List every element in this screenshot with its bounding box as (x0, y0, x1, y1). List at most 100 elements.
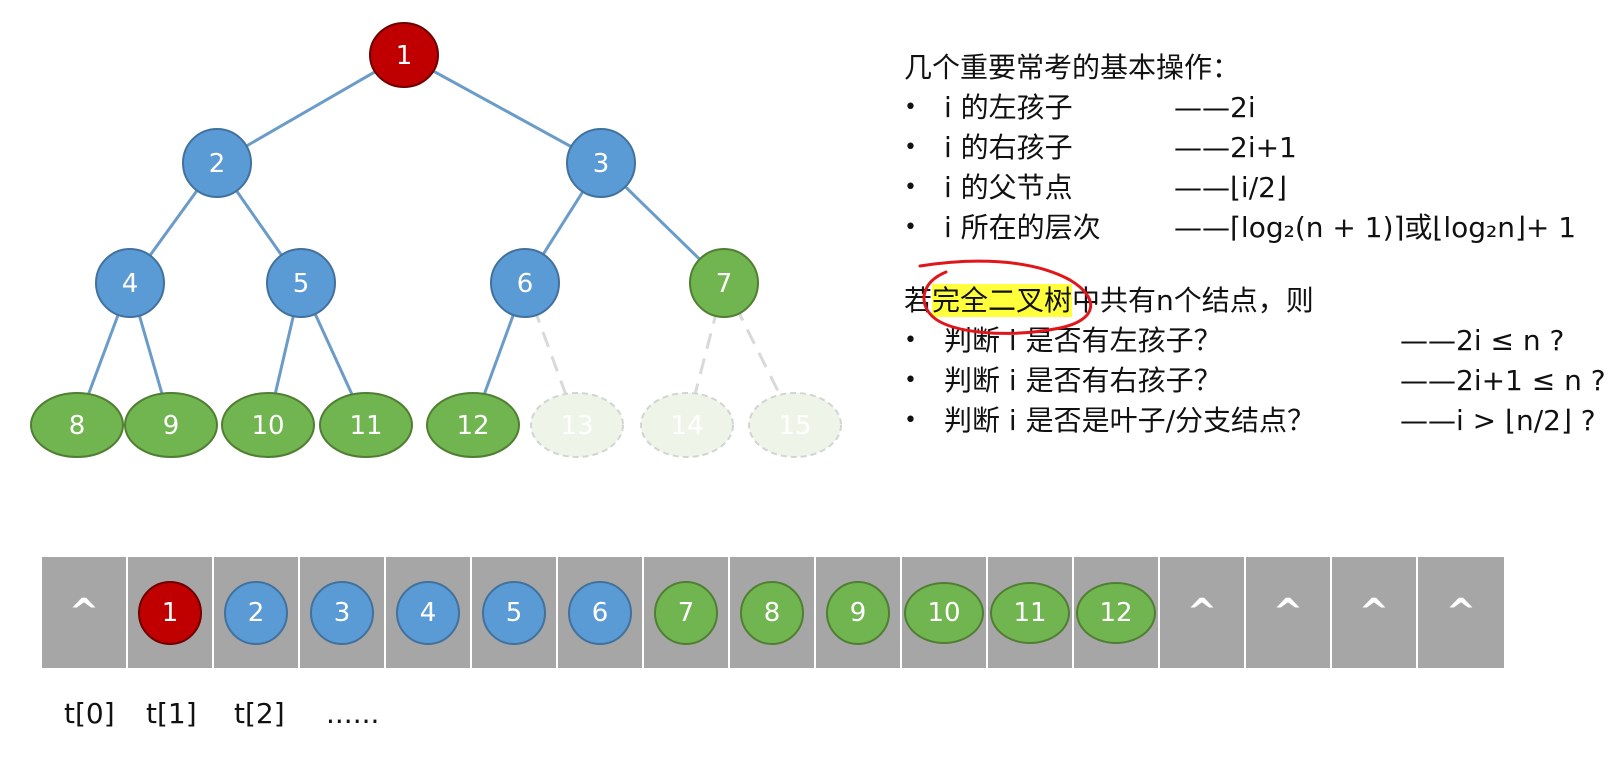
tree-node-label: 12 (456, 411, 489, 441)
tree-node-6: 6 (490, 248, 560, 318)
operation-desc: i 的父节点 (944, 171, 1073, 204)
tree-node-label: 2 (209, 149, 226, 179)
tree-node-3: 3 (566, 128, 636, 198)
bullet-icon: • (904, 215, 917, 240)
array-cell-16: ^ (1418, 557, 1504, 668)
array-cell-1: 1 (128, 557, 214, 668)
tree-node-shape (530, 392, 624, 458)
array-cell-5: 5 (472, 557, 558, 668)
condition-row: • 判断 i 是否是叶子/分支结点？ ——i > ⌊n/2⌋ ? (904, 401, 1619, 441)
circle-stroke (918, 259, 1092, 335)
index-label: ...... (326, 697, 380, 730)
null-marker: ^ (1186, 592, 1218, 633)
tree-node-shape (748, 392, 842, 458)
operation-row: • i 的右孩子 ——2i+1 (904, 128, 1604, 168)
array-node: 1 (138, 580, 202, 645)
bullet-icon: • (904, 368, 917, 393)
condition-formula: ——2i ≤ n ? (1400, 324, 1565, 357)
null-marker: ^ (1272, 592, 1304, 633)
tree-node-8: 8 (30, 392, 124, 458)
tree-node-7: 7 (689, 248, 759, 318)
array-node: 9 (826, 580, 890, 645)
array-index-labels: t[0] t[1] t[2] ...... (0, 697, 600, 737)
tree-node-shape (182, 128, 252, 198)
tree-node-label: 6 (517, 269, 534, 299)
operation-formula: ——⌈log₂(n + 1)⌉或⌊log₂n⌋+ 1 (1174, 211, 1577, 244)
tree-node-15: 15 (748, 392, 842, 458)
bullet-icon: • (904, 328, 917, 353)
tree-node-shape (490, 248, 560, 318)
array-cell-14: ^ (1246, 557, 1332, 668)
heading-suffix: 中共有n个结点，则 (1072, 284, 1314, 317)
tree-node-13: 13 (530, 392, 624, 458)
tree-node-4: 4 (95, 248, 165, 318)
tree-node-label: 11 (349, 411, 382, 441)
array-cell-0: ^ (42, 557, 128, 668)
operation-formula: ——2i (1174, 91, 1256, 124)
operation-desc: i 所在的层次 (944, 211, 1101, 244)
condition-formula: ——i > ⌊n/2⌋ ? (1400, 404, 1596, 437)
tree-node-shape (95, 248, 165, 318)
array-node: 3 (310, 580, 374, 645)
bullet-icon: • (904, 175, 917, 200)
condition-formula: ——2i+1 ≤ n ? (1400, 364, 1606, 397)
array-cell-8: 8 (730, 557, 816, 668)
conditions-heading: 若完全二叉树中共有n个结点，则 (904, 281, 1619, 321)
tree-node-10: 10 (221, 392, 315, 458)
array-cell-11: 11 (988, 557, 1074, 668)
array-cell-4: 4 (386, 557, 472, 668)
tree-node-label: 1 (396, 41, 413, 71)
condition-desc: 判断 i 是否有左孩子？ (944, 324, 1222, 357)
tree-node-12: 12 (426, 392, 520, 458)
index-label: t[1] (146, 697, 197, 730)
tree-node-shape (319, 392, 413, 458)
index-label: t[0] (64, 697, 115, 730)
tree-node-label: 7 (716, 269, 733, 299)
tree-node-shape (30, 392, 124, 458)
tree-node-label: 10 (251, 411, 284, 441)
array-node: 5 (482, 580, 546, 645)
bullet-icon: • (904, 135, 917, 160)
null-marker: ^ (1445, 592, 1477, 633)
highlighted-term: 完全二叉树 (932, 284, 1073, 317)
operation-formula: ——⌊i/2⌋ (1174, 171, 1287, 204)
tree-node-14: 14 (640, 392, 734, 458)
array-node: 12 (1076, 581, 1156, 644)
tree-node-label: 13 (560, 411, 593, 441)
tree-node-label: 15 (778, 411, 811, 441)
tree-node-5: 5 (266, 248, 336, 318)
tree-node-shape (369, 22, 439, 88)
tree-edge-1-2 (216, 53, 405, 165)
array-node: 11 (990, 581, 1070, 644)
tree-node-label: 3 (593, 149, 610, 179)
hand-drawn-circle-annotation (918, 259, 1092, 335)
tree-node-label: 9 (163, 411, 180, 441)
condition-desc: 判断 i 是否是叶子/分支结点？ (944, 404, 1316, 437)
condition-row: • 判断 i 是否有右孩子？ ——2i+1 ≤ n ? (904, 361, 1619, 401)
operation-row: • i 的左孩子 ——2i (904, 88, 1604, 128)
array-cell-6: 6 (558, 557, 644, 668)
array-node: 6 (568, 580, 632, 645)
bullet-icon: • (904, 95, 917, 120)
operation-desc: i 的右孩子 (944, 131, 1073, 164)
array-node: 8 (740, 580, 804, 645)
array-cell-7: 7 (644, 557, 730, 668)
array-node: 10 (904, 581, 984, 644)
operation-row: • i 的父节点 ——⌊i/2⌋ (904, 168, 1604, 208)
array-cell-2: 2 (214, 557, 300, 668)
array-cell-10: 10 (902, 557, 988, 668)
operation-formula: ——2i+1 (1174, 131, 1297, 164)
condition-desc: 判断 i 是否有右孩子？ (944, 364, 1222, 397)
tree-node-shape (566, 128, 636, 198)
array-cell-9: 9 (816, 557, 902, 668)
tree-edges (75, 53, 797, 426)
tree-node-label: 5 (293, 269, 310, 299)
tree-node-shape (124, 392, 218, 458)
tree-node-1: 1 (369, 22, 439, 88)
tree-node-shape (221, 392, 315, 458)
tree-node-2: 2 (182, 128, 252, 198)
operation-row: • i 所在的层次 ——⌈log₂(n + 1)⌉或⌊log₂n⌋+ 1 (904, 208, 1604, 248)
operations-heading: 几个重要常考的基本操作： (904, 51, 1241, 84)
